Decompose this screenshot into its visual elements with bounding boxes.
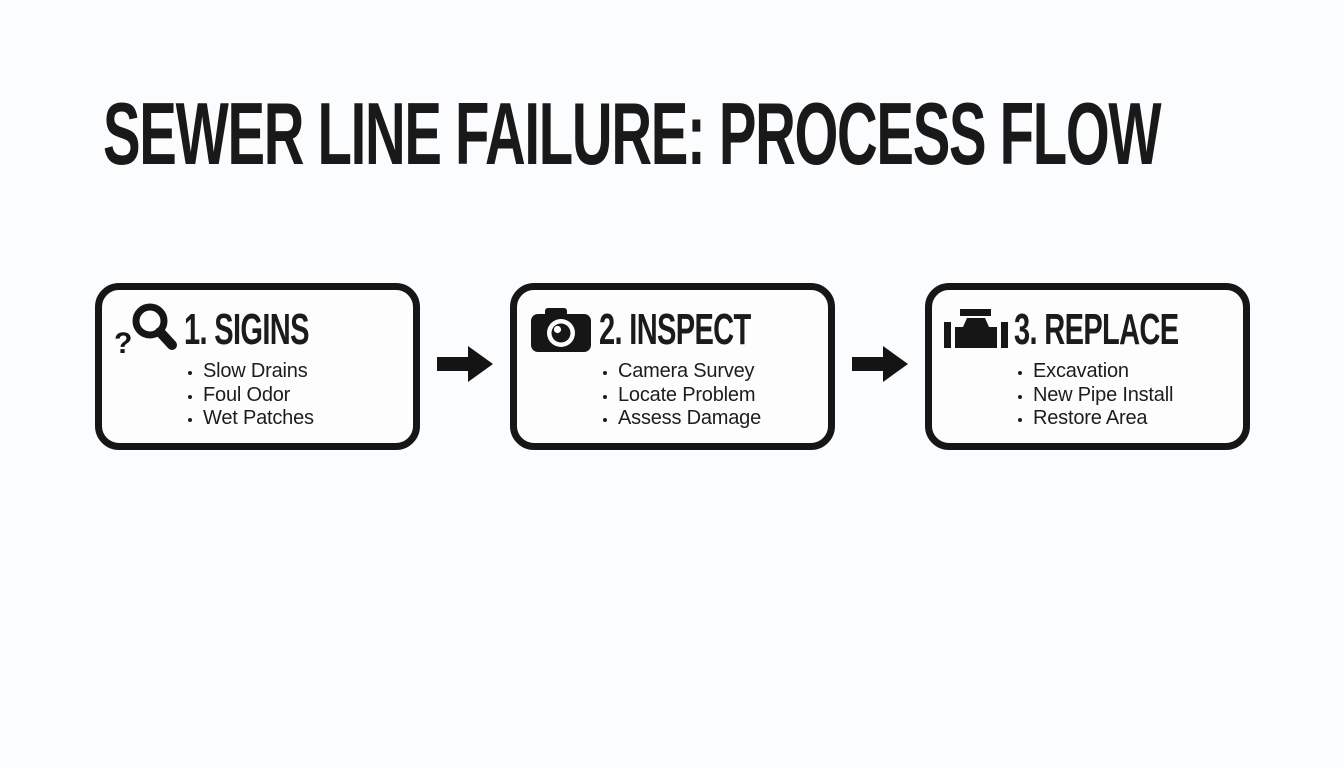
step-box-signs: ? 1. SIGINS Slow Drains Foul Odor Wet Pa… — [95, 283, 420, 450]
step-bullet-list: Camera Survey Locate Problem Assess Dama… — [601, 360, 761, 431]
bullet-item: Locate Problem — [618, 384, 761, 408]
step-box-inspect: 2. INSPECT Camera Survey Locate Problem … — [510, 283, 835, 450]
step-header: 2. INSPECT — [527, 304, 829, 356]
bullet-item: Restore Area — [1033, 407, 1173, 431]
page-title: SEWER LINE FAILURE: PROCESS FLOW — [103, 84, 1162, 183]
step-bullet-list: Slow Drains Foul Odor Wet Patches — [186, 360, 314, 431]
step-heading: 1. SIGINS — [184, 305, 309, 354]
step-heading: 2. INSPECT — [599, 305, 751, 354]
step-header: ? 1. SIGINS — [112, 301, 373, 359]
flow-arrow — [835, 344, 925, 389]
bullet-item: Wet Patches — [203, 407, 314, 431]
svg-text:?: ? — [114, 327, 132, 359]
bullet-item: Foul Odor — [203, 384, 314, 408]
step-box-replace: 3. REPLACE Excavation New Pipe Install R… — [925, 283, 1250, 450]
flow-row: ? 1. SIGINS Slow Drains Foul Odor Wet Pa… — [95, 283, 1250, 450]
bullet-item: Excavation — [1033, 360, 1173, 384]
step-bullet-list: Excavation New Pipe Install Restore Area — [1016, 360, 1173, 431]
camera-icon — [527, 307, 595, 353]
arrow-right-icon — [851, 344, 909, 389]
bullet-item: Assess Damage — [618, 407, 761, 431]
step-heading: 3. REPLACE — [1014, 305, 1179, 354]
flow-arrow — [420, 344, 510, 389]
magnifier-question-icon: ? — [112, 301, 180, 359]
arrow-right-icon — [436, 344, 494, 389]
bullet-item: Slow Drains — [203, 360, 314, 384]
bullet-item: New Pipe Install — [1033, 384, 1173, 408]
pipe-fitting-icon — [942, 305, 1010, 355]
step-header: 3. REPLACE — [942, 304, 1263, 356]
bullet-item: Camera Survey — [618, 360, 761, 384]
